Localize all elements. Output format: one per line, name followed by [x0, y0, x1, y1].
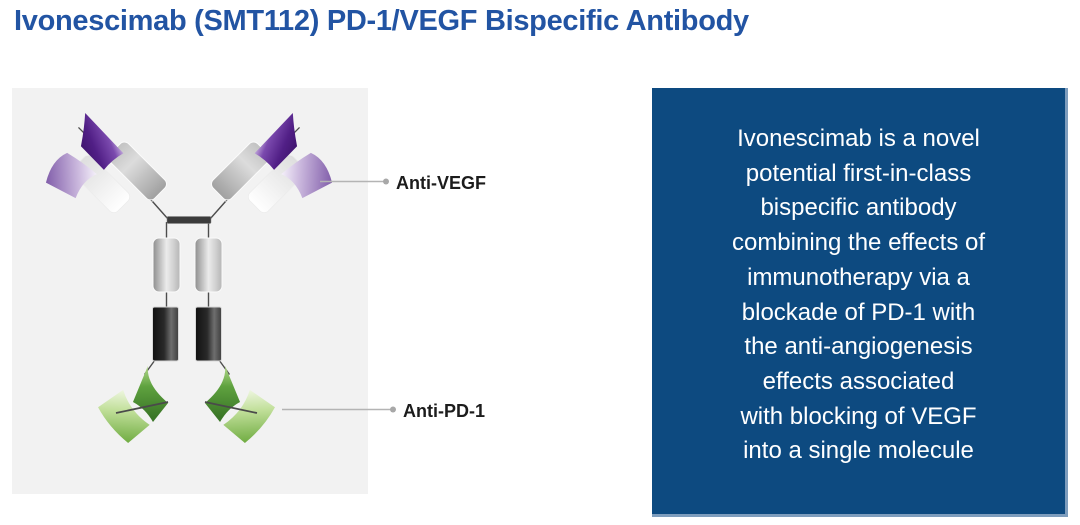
dark-domain-right — [195, 306, 222, 362]
diagram-panel — [12, 88, 368, 494]
info-line: into a single molecule — [743, 437, 974, 465]
info-line: bispecific antibody — [760, 194, 957, 222]
info-line: combining the effects of — [731, 229, 986, 257]
hinge-bar — [166, 216, 212, 224]
antibody-diagram — [12, 88, 396, 494]
info-line: potential first-in-class — [745, 159, 972, 187]
antibody-connectors — [143, 201, 231, 375]
dark-domain-left — [152, 306, 179, 362]
leader-dot — [390, 406, 396, 413]
leader-dot — [383, 178, 389, 185]
info-line: immunotherapy via a — [747, 263, 970, 291]
info-box: Ivonescimab is a novel potential first-i… — [652, 88, 1068, 517]
anti-vegf-label: Anti-VEGF — [396, 173, 486, 193]
info-line: Ivonescimab is a novel — [737, 125, 980, 152]
anti-pd1-label: Anti-PD-1 — [403, 401, 485, 421]
gray-domain-left — [152, 237, 181, 293]
info-line: with blocking of VEGF — [740, 402, 977, 430]
info-line: effects associated — [762, 367, 955, 395]
page-title: Ivonescimab (SMT112) PD-1/VEGF Bispecifi… — [14, 5, 749, 37]
gray-domain-right — [194, 237, 223, 293]
leader-lines — [282, 178, 396, 413]
info-line: blockade of PD-1 with — [741, 298, 976, 326]
info-line: the anti-angiogenesis — [744, 333, 973, 361]
